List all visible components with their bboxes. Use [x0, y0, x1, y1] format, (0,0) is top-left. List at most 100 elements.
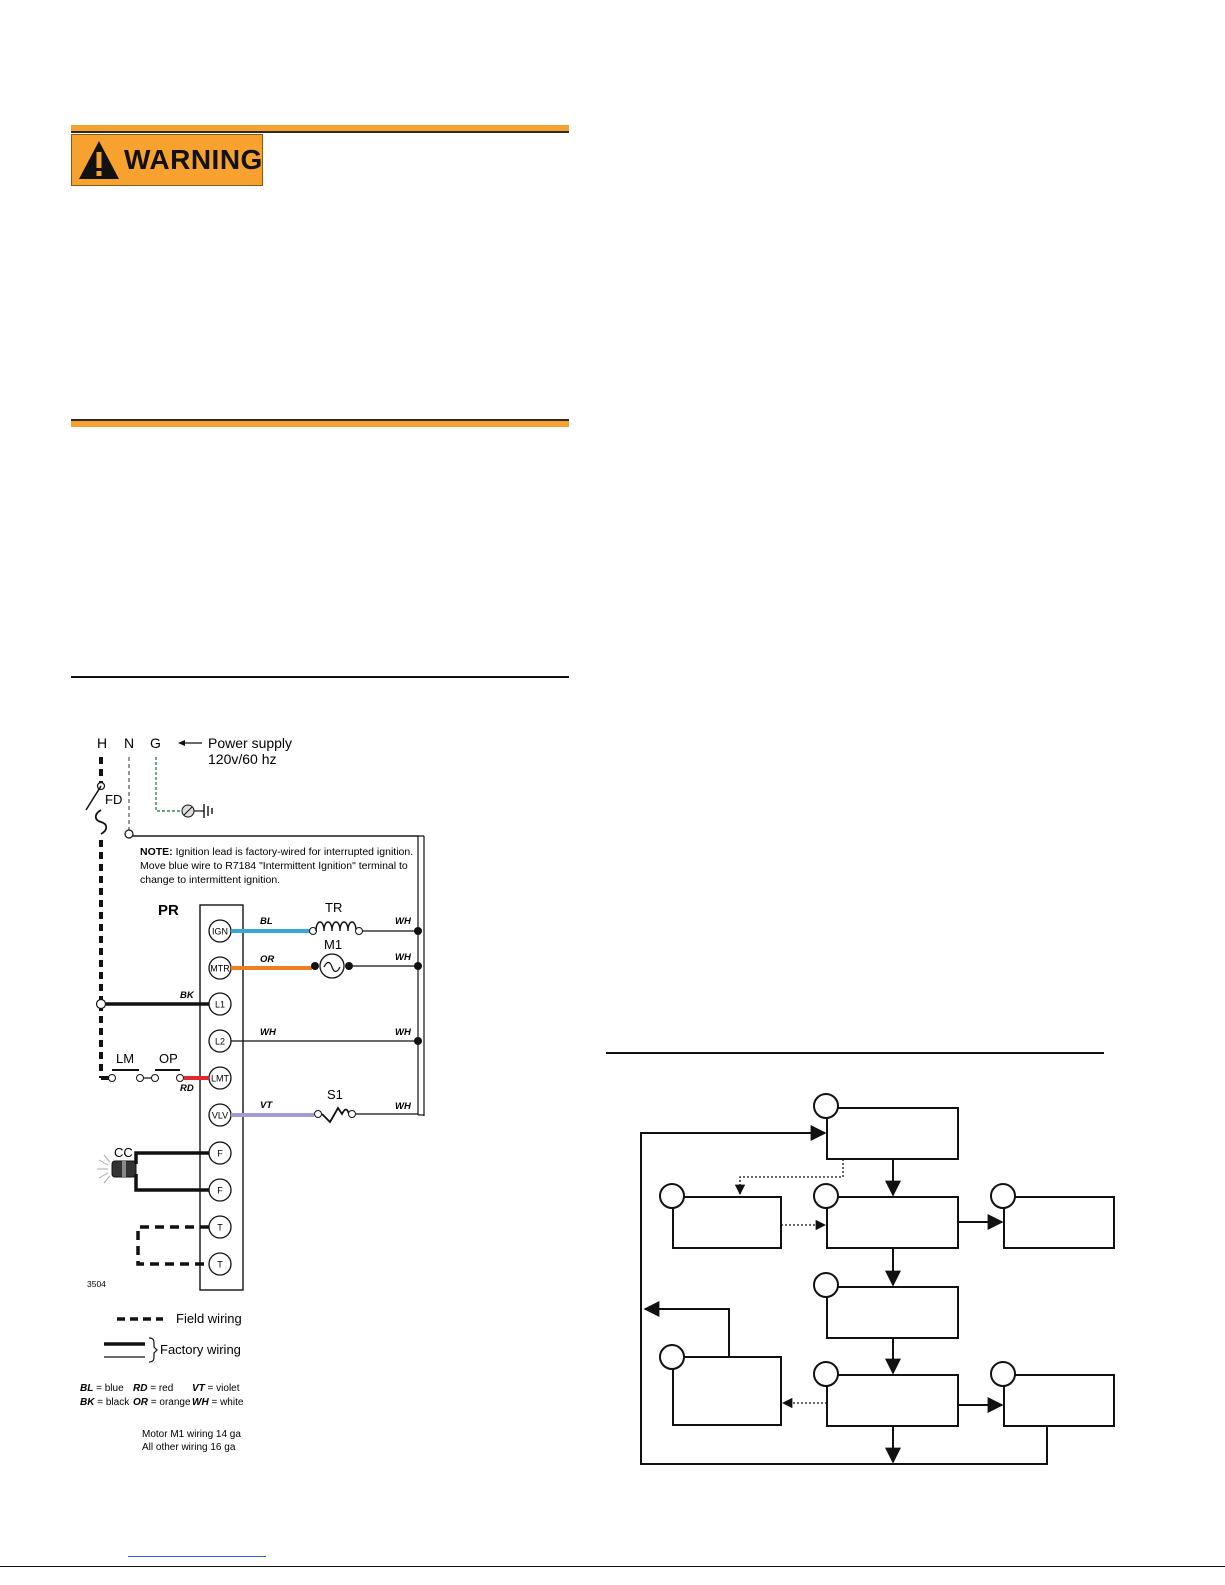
terminal-t2: [208, 1252, 232, 1276]
flow-dotted-1-2: [734, 1159, 844, 1196]
warning-badge: WARNING: [71, 134, 263, 186]
note-text-1: NOTE: Ignition lead is factory-wired for…: [140, 846, 413, 858]
svg-text:RD = red: RD = red: [133, 1383, 173, 1394]
gauge-note-2: All other wiring 16 ga: [142, 1442, 236, 1453]
op-contact-2: [176, 1074, 184, 1082]
flow-step-circle-3: [813, 1183, 839, 1209]
svg-text:OR = orange: OR = orange: [133, 1397, 191, 1408]
legend-field-label: Field wiring: [176, 1311, 242, 1326]
s1-terminal-left: [314, 1110, 322, 1118]
section-rule-right: [606, 1052, 1104, 1054]
flow-step-circle-1: [813, 1093, 839, 1119]
fuse-symbol: [94, 809, 108, 835]
warning-label: WARNING: [124, 144, 263, 175]
wire-bl-label: BL: [260, 916, 273, 927]
wire-or-label: OR: [260, 954, 274, 965]
tr-label: TR: [325, 900, 342, 915]
cc-glow: [97, 1154, 111, 1184]
flow-step-circle-5: [813, 1272, 839, 1298]
ground-screw-slot: [183, 806, 193, 816]
flow-step-circle-4: [990, 1183, 1016, 1209]
fd-label: FD: [105, 792, 122, 807]
junction-2: [414, 962, 422, 970]
m1-terminal-right: [345, 962, 353, 970]
svg-text:BL = blue: BL = blue: [80, 1383, 124, 1394]
flow-loop-return: [640, 1125, 1048, 1465]
m1-terminal-left: [311, 962, 319, 970]
gauge-note-1: Motor M1 wiring 14 ga: [142, 1429, 241, 1440]
s1-terminal-right: [348, 1110, 356, 1118]
flow-step-circle-2: [659, 1183, 685, 1209]
footer-rule: [0, 1566, 1225, 1567]
flow-box-3: [826, 1196, 959, 1249]
terminal-t2-label: T: [217, 1260, 223, 1270]
flow-step-circle-7: [813, 1361, 839, 1387]
wire-rd-label: RD: [180, 1083, 194, 1094]
wire-wh-label-2: WH: [395, 952, 412, 963]
svg-text:BK = black: BK = black: [80, 1397, 130, 1408]
warning-triangle-icon: [79, 141, 119, 179]
s1-label: S1: [327, 1087, 343, 1102]
terminal-circles: IGN MTR L1 L2 LMT VLV F F T T: [208, 919, 232, 1276]
op-label: OP: [159, 1051, 178, 1066]
ground-line: [155, 757, 182, 812]
flow-step-circle-8: [990, 1361, 1016, 1387]
junction-3: [414, 1037, 422, 1045]
power-rating-label: 120v/60 hz: [208, 751, 277, 767]
flow-box-2: [672, 1196, 782, 1249]
svg-text:VT = violet: VT = violet: [192, 1383, 240, 1394]
flow-step-circle-6: [659, 1344, 685, 1370]
label-g: G: [150, 735, 161, 751]
warning-top-rule: [71, 125, 569, 133]
color-key: BL = blue RD = red VT = violet BK = blac…: [80, 1383, 244, 1408]
tr-terminal-right: [355, 927, 363, 935]
power-supply-label: Power supply: [208, 735, 292, 751]
transformer-coil: [315, 921, 357, 932]
wire-wh-label-3: WH: [395, 1027, 412, 1038]
fd-switch-blade: [85, 785, 102, 811]
flow-box-1: [826, 1107, 959, 1160]
cc-label: CC: [114, 1145, 133, 1160]
figure-number: 3504: [87, 1279, 106, 1289]
wire-thermostat-loop: [136, 1225, 209, 1266]
n-terminal: [124, 829, 134, 839]
flow-arrow-6-exit: [643, 1301, 730, 1357]
legend-brace: [148, 1337, 158, 1363]
terminal-f2-label: F: [217, 1186, 223, 1196]
terminal-t1-label: T: [217, 1223, 223, 1233]
section-rule-left: [71, 676, 569, 678]
pr-label: PR: [158, 902, 179, 919]
wire-wh-label-1: WH: [395, 916, 412, 927]
svg-text:WH = white: WH = white: [192, 1397, 244, 1408]
lm-contact-1: [108, 1074, 116, 1082]
l1-junction: [95, 998, 107, 1010]
flow-box-6: [672, 1356, 782, 1426]
label-n: N: [124, 735, 134, 751]
flow-box-7: [826, 1374, 959, 1427]
wire-bk-label: BK: [180, 990, 195, 1001]
wiring-diagram: H N G Power supply 120v/60 hz FD NOTE: I…: [80, 735, 425, 1453]
terminal-l1-label: L1: [215, 1000, 225, 1010]
flow-box-5: [826, 1286, 959, 1339]
wire-cc-f2: [134, 1174, 209, 1192]
solenoid-symbol: [321, 1106, 350, 1124]
warning-bottom-rule: [71, 419, 569, 427]
flow-box-8: [1003, 1374, 1115, 1427]
footer-link-underline[interactable]: [128, 1556, 266, 1557]
lm-contact-2: [136, 1074, 144, 1082]
wire-vt-label: VT: [260, 1100, 273, 1111]
terminal-ign-label: IGN: [212, 927, 228, 937]
terminal-vlv-label: VLV: [212, 1111, 228, 1121]
flow-box-4: [1003, 1196, 1115, 1249]
m1-label: M1: [324, 937, 342, 952]
wire-wh-l2-label: WH: [260, 1027, 277, 1038]
wire-wh-label-4: WH: [395, 1101, 412, 1112]
note-text-3: change to intermittent ignition.: [140, 874, 280, 886]
label-h: H: [97, 735, 107, 751]
note-text-2: Move blue wire to R7184 "Intermittent Ig…: [140, 860, 408, 872]
power-arrowhead: [178, 740, 185, 746]
op-contact-1: [151, 1074, 159, 1082]
junction-1: [414, 927, 422, 935]
terminal-lmt-label: LMT: [211, 1074, 230, 1084]
legend-factory-label: Factory wiring: [160, 1342, 241, 1357]
